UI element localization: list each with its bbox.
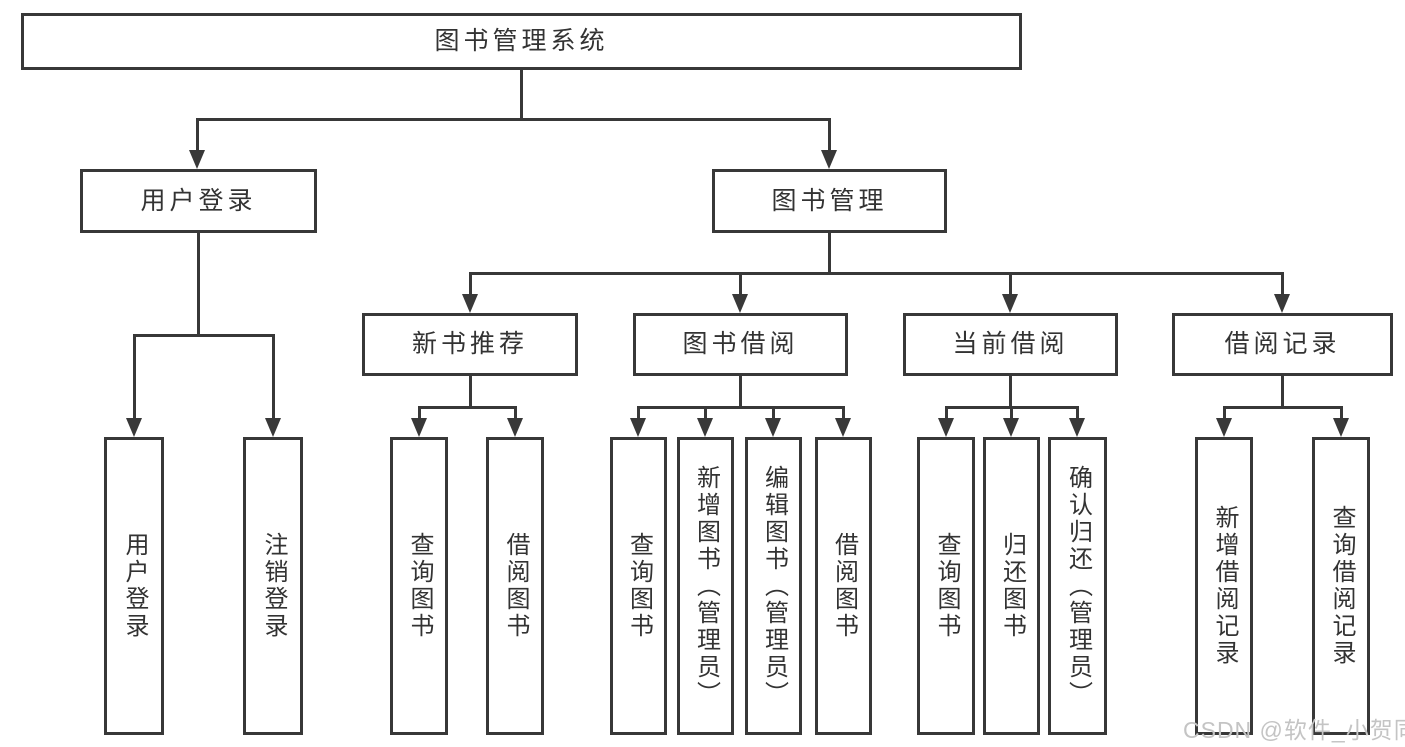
leaf-logout: 注销登录 [243, 437, 303, 735]
node-current-borrow: 当前借阅 [903, 313, 1118, 376]
arrow-down-icon [1333, 418, 1349, 437]
arrow-down-icon [765, 418, 781, 437]
node-current-borrow-label: 当前借阅 [952, 330, 1069, 358]
leaf-borrow-books-1: 借阅图书 [486, 437, 544, 735]
leaf-query-books-3-label: 查询图书 [933, 532, 960, 640]
node-borrow-records-label: 借阅记录 [1224, 330, 1341, 358]
arrow-down-icon [1003, 418, 1019, 437]
leaf-user-login: 用户登录 [104, 437, 164, 735]
connector-line [196, 118, 831, 121]
arrow-down-icon [1216, 418, 1232, 437]
arrow-down-icon [1002, 294, 1018, 313]
node-user-login: 用户登录 [80, 169, 317, 233]
connector-line [418, 406, 421, 421]
leaf-add-borrow-record-label: 新增借阅记录 [1211, 505, 1238, 667]
leaf-query-books-3: 查询图书 [917, 437, 975, 735]
leaf-confirm-return-admin: 确认归还（管理员） [1048, 437, 1107, 735]
connector-line [945, 406, 948, 421]
connector-line [272, 334, 275, 421]
leaf-add-borrow-record: 新增借阅记录 [1195, 437, 1253, 735]
connector-line [1340, 406, 1343, 421]
connector-line [842, 406, 845, 421]
connector-line [828, 118, 831, 153]
arrow-down-icon [1069, 418, 1085, 437]
leaf-add-books-admin-label: 新增图书（管理员） [692, 464, 720, 708]
leaf-edit-books-admin: 编辑图书（管理员） [745, 437, 802, 735]
leaf-borrow-books-2: 借阅图书 [815, 437, 872, 735]
node-new-book-recommend-label: 新书推荐 [411, 330, 528, 358]
connector-line [133, 334, 136, 421]
arrow-down-icon [1274, 294, 1290, 313]
node-new-book-recommend: 新书推荐 [362, 313, 578, 376]
connector-line [739, 376, 742, 406]
leaf-query-books-1: 查询图书 [390, 437, 448, 735]
leaf-query-books-2-label: 查询图书 [625, 532, 653, 640]
node-user-login-label: 用户登录 [140, 186, 257, 215]
connector-line [1281, 272, 1284, 297]
leaf-query-borrow-record: 查询借阅记录 [1312, 437, 1370, 735]
leaf-return-books: 归还图书 [983, 437, 1040, 735]
arrow-down-icon [835, 418, 851, 437]
connector-line [520, 70, 523, 118]
connector-line [637, 406, 845, 409]
csdn-watermark: CSDN @软件_小贺同学 [1183, 717, 1405, 743]
connector-line [196, 118, 199, 153]
leaf-user-login-label: 用户登录 [121, 532, 148, 640]
connector-line [739, 272, 742, 297]
connector-line [197, 233, 200, 334]
arrow-down-icon [462, 294, 478, 313]
connector-line [1281, 376, 1284, 406]
arrow-down-icon [265, 418, 281, 437]
leaf-confirm-return-admin-label: 确认归还（管理员） [1064, 464, 1092, 708]
arrow-down-icon [697, 418, 713, 437]
arrow-down-icon [411, 418, 427, 437]
node-book-management-label: 图书管理 [771, 186, 888, 215]
leaf-borrow-books-2-label: 借阅图书 [830, 532, 858, 640]
connector-line [704, 406, 707, 421]
connector-line [1010, 406, 1013, 421]
connector-line [637, 406, 640, 421]
connector-line [828, 233, 831, 272]
leaf-borrow-books-1-label: 借阅图书 [502, 532, 529, 640]
node-book-borrow: 图书借阅 [633, 313, 848, 376]
arrow-down-icon [507, 418, 523, 437]
leaf-logout-label: 注销登录 [260, 532, 287, 640]
arrow-down-icon [126, 418, 142, 437]
connector-line [514, 406, 517, 421]
arrow-down-icon [821, 150, 837, 169]
connector-line [418, 406, 517, 409]
connector-line [469, 376, 472, 406]
leaf-return-books-label: 归还图书 [998, 532, 1026, 640]
node-borrow-records: 借阅记录 [1172, 313, 1393, 376]
leaf-add-books-admin: 新增图书（管理员） [677, 437, 734, 735]
connector-line [469, 272, 1284, 275]
connector-line [133, 334, 275, 337]
arrow-down-icon [189, 150, 205, 169]
connector-line [772, 406, 775, 421]
arrow-down-icon [732, 294, 748, 313]
arrow-down-icon [938, 418, 954, 437]
node-book-management: 图书管理 [712, 169, 947, 233]
node-book-borrow-label: 图书借阅 [682, 330, 799, 358]
node-root-label: 图书管理系统 [434, 27, 609, 55]
leaf-query-books-1-label: 查询图书 [406, 532, 433, 640]
leaf-query-books-2: 查询图书 [610, 437, 667, 735]
leaf-query-borrow-record-label: 查询借阅记录 [1328, 505, 1355, 667]
arrow-down-icon [630, 418, 646, 437]
connector-line [1076, 406, 1079, 421]
connector-line [1223, 406, 1226, 421]
connector-line [1009, 376, 1012, 406]
connector-line [1223, 406, 1343, 409]
connector-line [469, 272, 472, 297]
leaf-edit-books-admin-label: 编辑图书（管理员） [760, 464, 788, 708]
node-root-library-system: 图书管理系统 [21, 13, 1022, 70]
connector-line [1009, 272, 1012, 297]
